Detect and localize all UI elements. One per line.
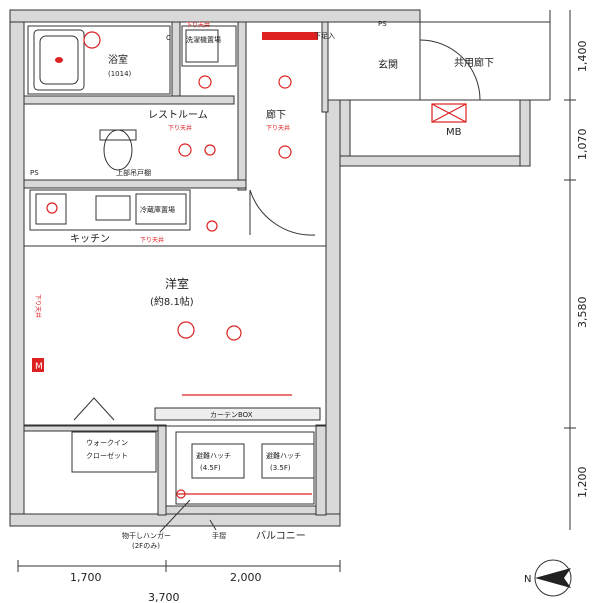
common-hallway-label: 共用廊下 [454, 56, 494, 69]
wall-mb-right [519, 99, 531, 167]
hanger-label: 物干しハンガー [122, 531, 171, 540]
dim-bottom-total: 3,700 [148, 591, 180, 603]
wall-balcony-right [315, 424, 327, 516]
hanger-leader [159, 499, 191, 533]
window-sash-icon [73, 397, 115, 421]
dim-bottom-right: 2,000 [230, 571, 262, 584]
restroom-light-icon [178, 143, 192, 157]
entrance-door-swing [419, 39, 481, 101]
sagari-label-4: 下り天井 [140, 236, 164, 244]
western-room-label: 洋室 [165, 276, 189, 291]
ps-left-label: PS [30, 169, 39, 177]
entrance-label: 玄関 [378, 58, 398, 71]
sagari-label-5: 下り天井 [34, 294, 42, 318]
closet-shelf [71, 431, 157, 473]
sink [95, 195, 131, 221]
balcony-label: バルコニー [256, 530, 306, 542]
wall-wc-right [237, 21, 247, 191]
mb-label: MB [446, 127, 462, 138]
dim-right-1: 1,400 [576, 41, 589, 73]
m-mark: M [35, 362, 43, 372]
hallway-label: 廊下 [266, 108, 286, 121]
compass-arrow-icon [535, 568, 571, 588]
western-room-area [23, 245, 327, 427]
hall-door-swing [249, 189, 316, 236]
ps-top-label: PS [378, 20, 387, 28]
toilet [103, 129, 133, 171]
fridge-label: 冷蔵庫置場 [140, 205, 175, 214]
sagari-label-2: 下り天井 [168, 124, 192, 132]
bathtub [33, 29, 85, 91]
hall-light-icon [278, 75, 292, 89]
curtain-box [154, 407, 321, 421]
wall-balcony-bottom [165, 505, 327, 515]
compass-label: N [524, 574, 531, 585]
handrail-leader [209, 519, 217, 531]
closet-label-1: ウォークイン [86, 439, 128, 447]
toilet-tank [99, 129, 137, 141]
drain-icon [55, 57, 63, 63]
restroom-light-icon-2 [204, 144, 216, 156]
kitchen-label: キッチン [70, 233, 110, 245]
curtain-box-label: カーテンBOX [210, 411, 253, 419]
hatch-2-size: (3.5F) [270, 464, 291, 472]
mb-box [431, 103, 467, 123]
compass: N [524, 559, 572, 597]
emergency-hatch-1 [191, 443, 245, 479]
c-mark: C [166, 34, 171, 42]
outer-wall-top [9, 9, 421, 23]
wall-entrance [321, 21, 329, 113]
hatch-1-size: (4.5F) [200, 464, 221, 472]
washroom-label: 洗濯機置場 [186, 35, 221, 44]
bathtub-inner [39, 35, 79, 85]
closet-label-2: クローゼット [86, 451, 128, 460]
handrail-label: 手摺 [212, 531, 226, 540]
hatch-2-label: 避難ハッチ [266, 451, 301, 460]
hanger-icon [176, 489, 186, 499]
kitchen-counter [29, 189, 191, 231]
bath-fan-icon [83, 31, 101, 49]
washing-machine [185, 29, 219, 63]
getabako-shelf [262, 32, 318, 40]
western-room-size: (約8.1帖) [150, 295, 194, 308]
emergency-hatch-2 [261, 443, 315, 479]
dim-bottom-left: 1,700 [70, 571, 102, 584]
outlet-icon [226, 325, 242, 341]
dim-right-3: 3,580 [576, 297, 589, 329]
hall-light-icon-2 [278, 145, 292, 159]
hanger-rail-label: 上部吊戸棚 [116, 168, 151, 177]
mb-x-2 [431, 103, 467, 123]
wall-closet-right [157, 424, 167, 516]
sagari-label-3: 下り天井 [266, 124, 290, 132]
wall-mb-bottom [339, 155, 531, 167]
stove [35, 193, 67, 225]
wall-wc-bottom [23, 179, 247, 189]
bathroom-size: (1014) [108, 70, 132, 78]
hatch-1-label: 避難ハッチ [196, 451, 231, 460]
washroom-area [181, 25, 237, 67]
washbasin-icon [198, 75, 212, 89]
outer-wall-left [9, 9, 25, 526]
outer-wall-right [325, 99, 341, 526]
bathroom-label: 浴室 [108, 53, 128, 66]
dim-right-4: 1,200 [576, 467, 589, 499]
hanger-floor-label: (2Fのみ) [132, 542, 160, 550]
dim-right-2: 1,070 [576, 129, 589, 161]
getabako-label: 下足入 [314, 32, 335, 40]
wall-bath [171, 21, 181, 103]
sagari-label-1: 下り天井 [186, 21, 210, 29]
restroom-label: レストルーム [148, 109, 208, 121]
ceiling-light-icon [177, 321, 195, 339]
fridge-space [135, 193, 187, 225]
stove-burner-icon [46, 202, 58, 214]
balcony-area [175, 431, 315, 505]
kitchen-light-icon [206, 220, 218, 232]
wall-bath-bottom [23, 95, 235, 105]
m-mark-box [32, 358, 44, 372]
bathroom-area [27, 25, 171, 95]
